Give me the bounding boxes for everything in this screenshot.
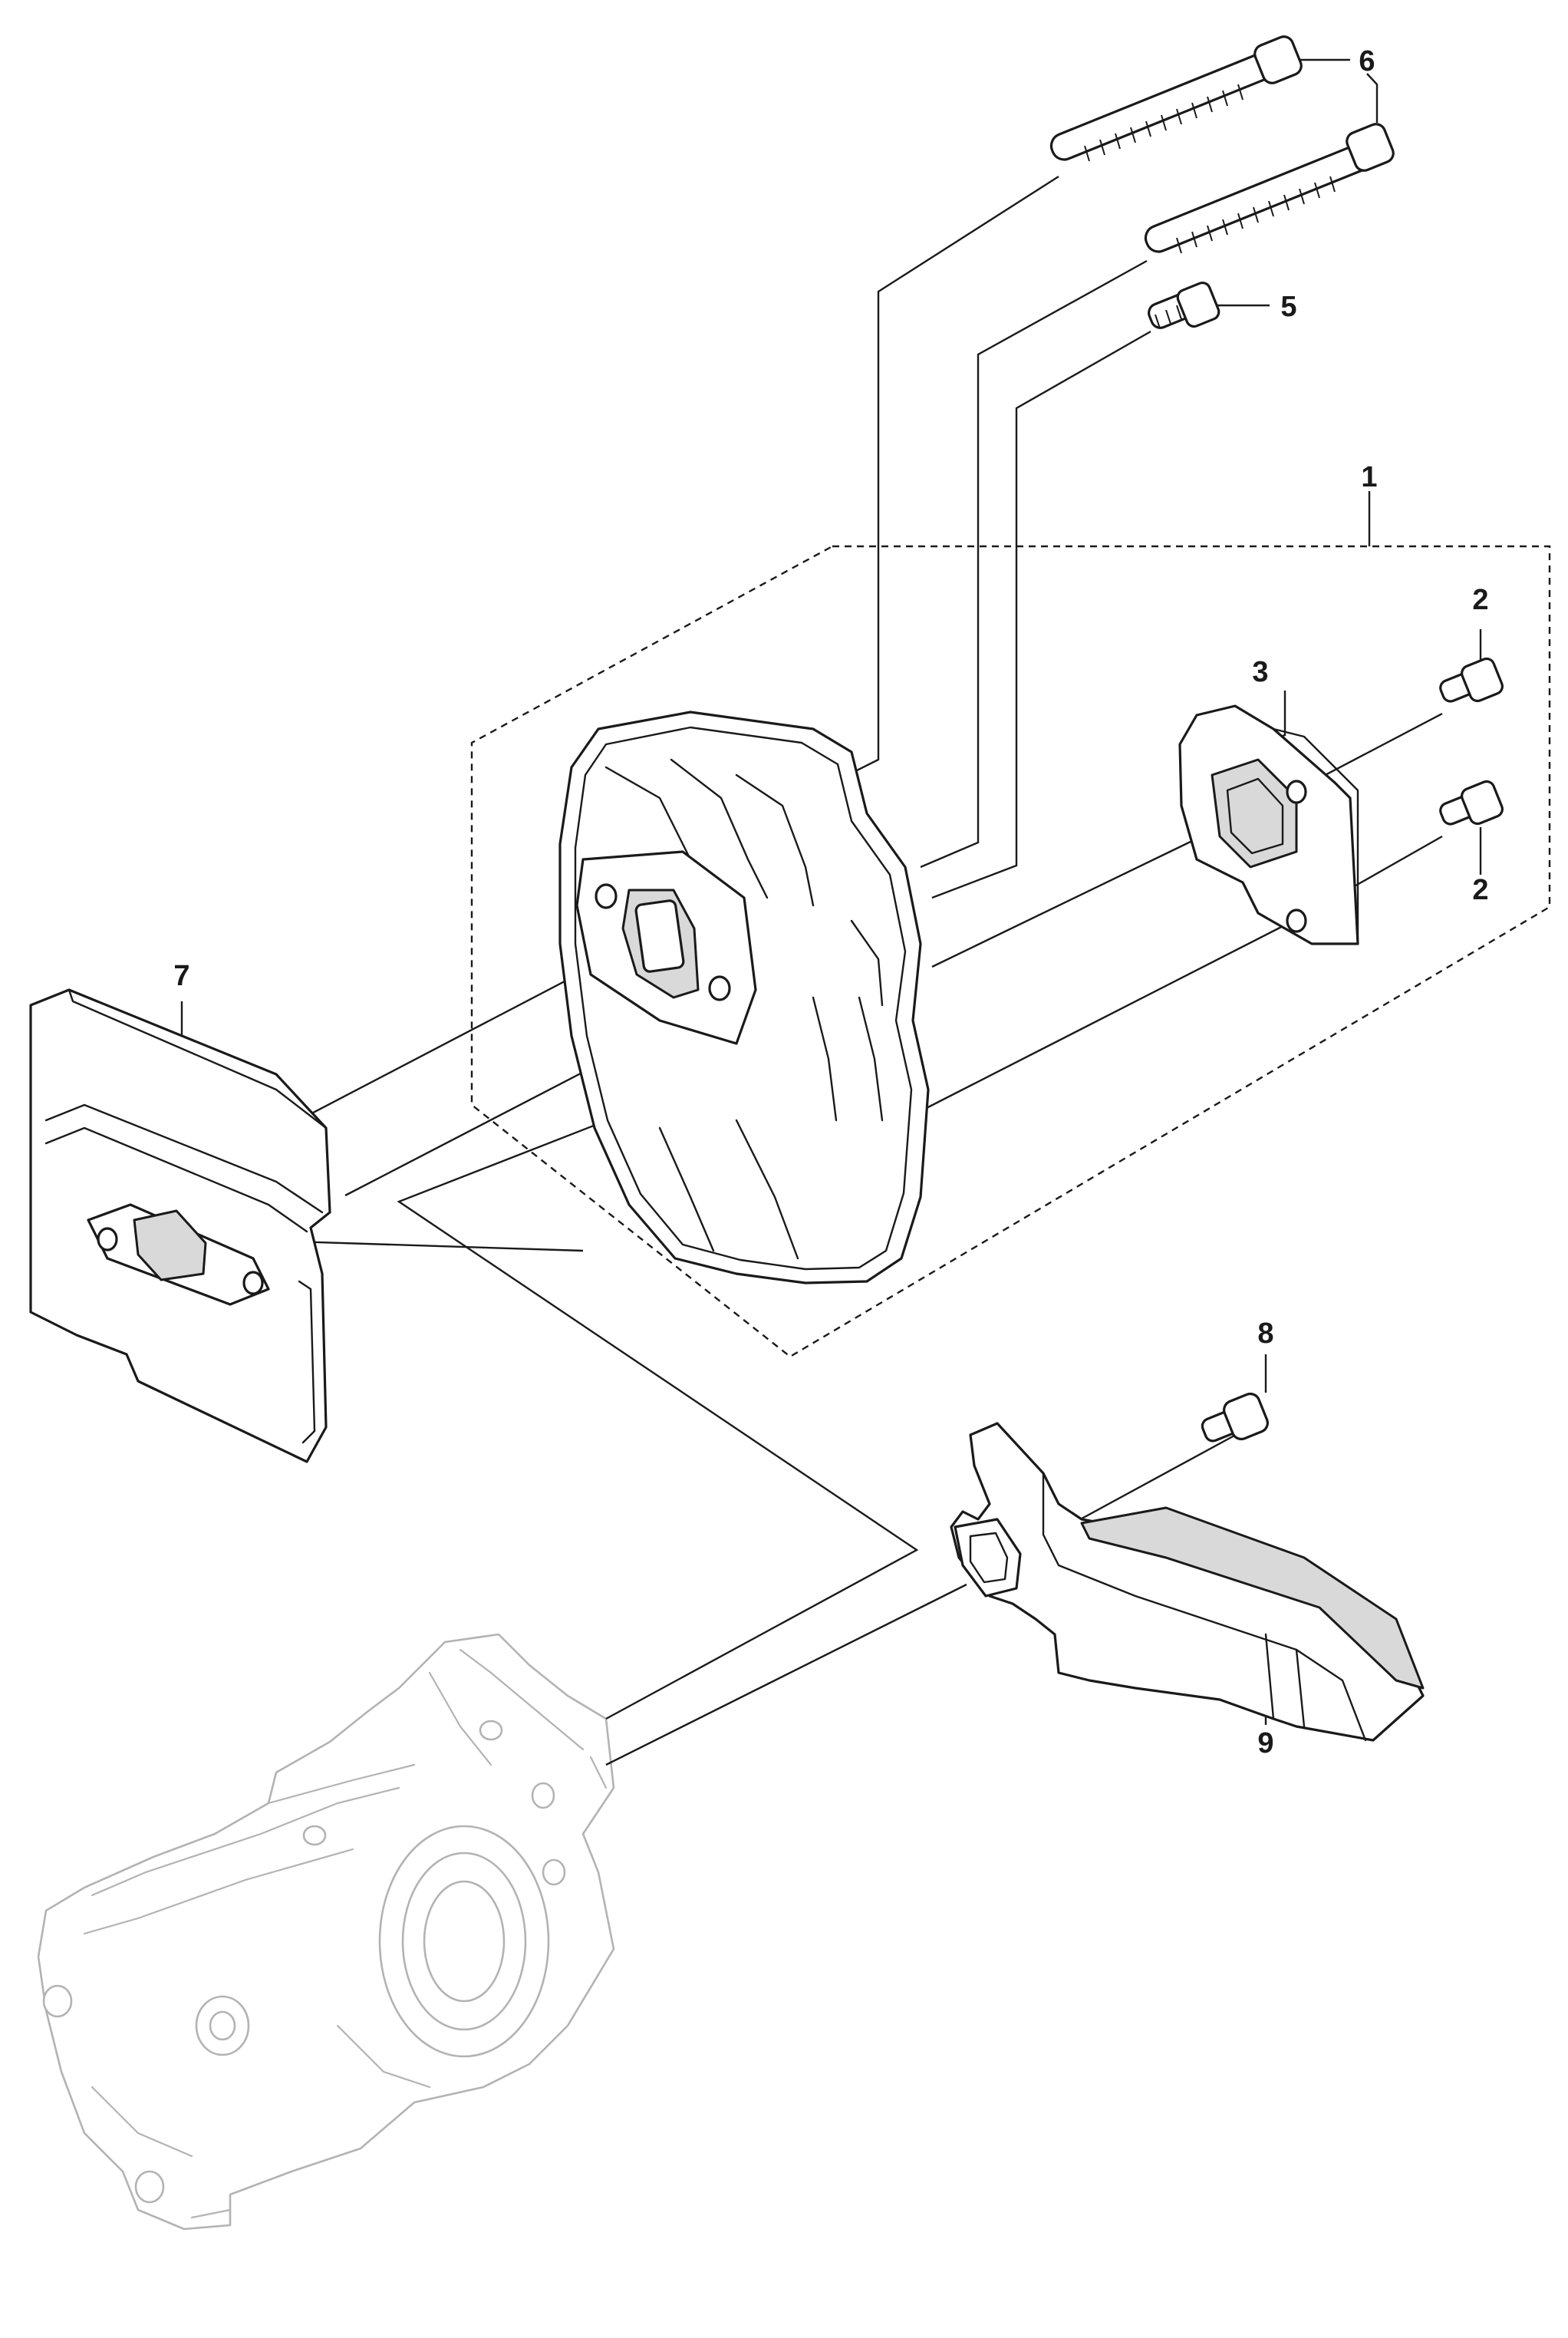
screw-8 bbox=[1201, 1392, 1269, 1443]
callout-item-5: 5 bbox=[1280, 291, 1297, 323]
callout-item-9: 9 bbox=[1257, 1727, 1274, 1759]
callout-item-2-lower: 2 bbox=[1472, 874, 1489, 906]
muffler-assembly-boundary bbox=[470, 545, 1551, 1358]
callout-item-8: 8 bbox=[1257, 1317, 1274, 1350]
long-screw-upper bbox=[1049, 35, 1303, 162]
cooling-shield-9 bbox=[950, 1422, 1425, 1742]
crankcase-reference bbox=[37, 1633, 615, 2231]
outlet-plate-3 bbox=[1178, 704, 1359, 945]
callout-item-2-upper: 2 bbox=[1472, 584, 1489, 616]
callout-item-6: 6 bbox=[1359, 45, 1375, 77]
callout-item-3: 3 bbox=[1252, 656, 1269, 688]
assembly-path-lines bbox=[53, 175, 1443, 1766]
callout-item-7: 7 bbox=[173, 960, 190, 992]
heat-shield-7 bbox=[29, 988, 331, 1463]
callout-item-1: 1 bbox=[1361, 461, 1378, 493]
muffler-body bbox=[558, 711, 930, 1284]
screw-2-upper bbox=[1439, 657, 1504, 703]
short-screw-5 bbox=[1148, 281, 1220, 329]
long-screw-lower bbox=[1144, 123, 1395, 254]
screw-2-lower bbox=[1439, 780, 1504, 826]
